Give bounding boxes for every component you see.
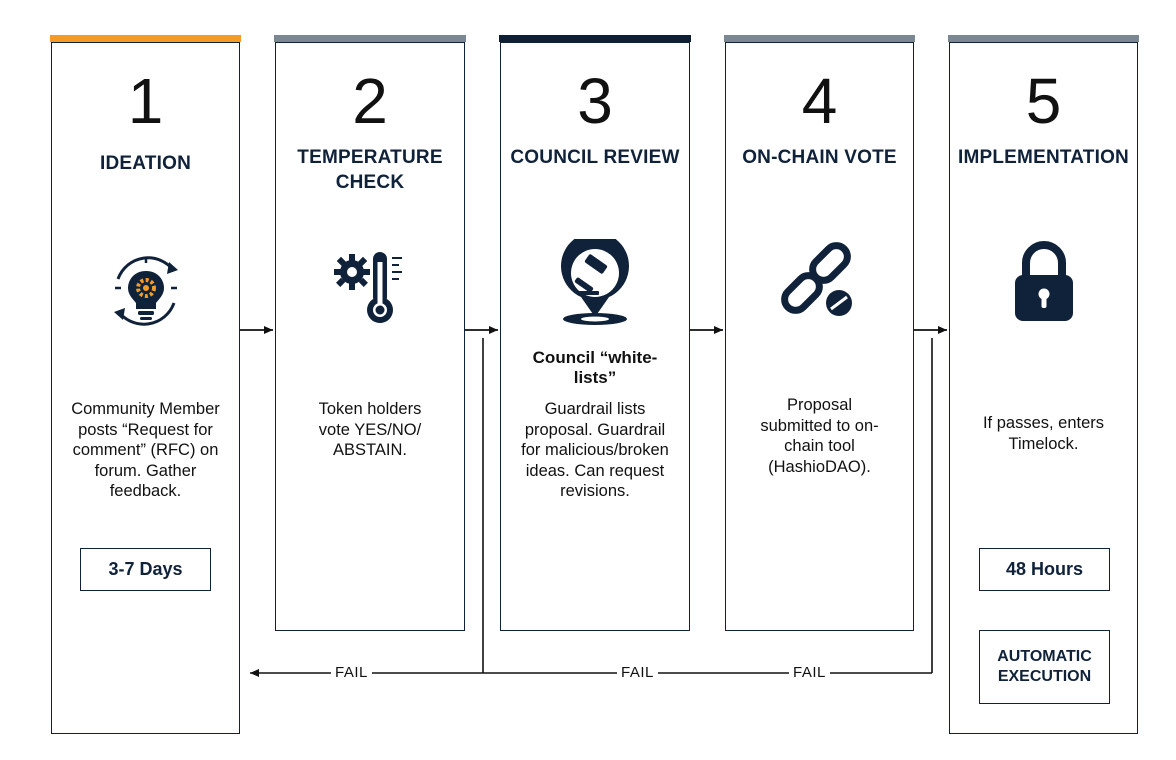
stage-title: COUNCIL REVIEW	[510, 147, 680, 168]
stage-ideation: 1 IDEATION Community Member posts “Reque…	[50, 35, 241, 734]
duration-badge: 48 Hours	[979, 548, 1110, 591]
duration-label: 48 Hours	[1005, 559, 1084, 579]
stage-number: 3	[577, 65, 613, 137]
stage-title: ON-CHAIN VOTE	[742, 147, 897, 168]
stage-number: 1	[127, 65, 164, 137]
stage-on-chain-vote: 4 ON-CHAIN VOTE Proposal submitted to on…	[724, 35, 915, 631]
stage-number: 2	[352, 65, 388, 137]
stage-accent-bar	[948, 35, 1139, 42]
fail-label-left: FAIL	[331, 664, 372, 681]
stage-temperature-check: 2 TEMPERATURE CHECK	[274, 35, 466, 631]
stage-accent-bar	[274, 35, 466, 42]
fail-label-right: FAIL	[789, 664, 830, 681]
stage-description: Guardrail lists proposal. Guardrail for …	[521, 400, 669, 500]
stage-council-review: 3 COUNCIL REVIEW Council “white-lists” G…	[499, 35, 691, 631]
lightbulb-gear-icon	[52, 243, 239, 339]
stage-implementation: 5 IMPLEMENTATION If passes, enters Timel…	[948, 35, 1139, 734]
stage-subheading: Council “white-lists”	[532, 348, 658, 387]
stage-number: 4	[801, 65, 838, 137]
execution-badge: AUTOMATIC EXECUTION	[979, 630, 1110, 704]
stage-description: Community Member posts “Request for comm…	[71, 400, 220, 500]
stage-title: TEMPERATURE CHECK	[297, 147, 443, 193]
stage-description: Proposal submitted to on-chain tool (Has…	[760, 396, 879, 476]
broken-chain-icon	[726, 239, 913, 329]
stage-title: IMPLEMENTATION	[958, 147, 1129, 168]
gavel-pin-icon	[501, 239, 689, 329]
stage-description: Token holders vote YES/NO/ ABSTAIN.	[318, 400, 422, 459]
stage-accent-bar	[50, 35, 241, 42]
stage-accent-bar	[724, 35, 915, 42]
gear-thermometer-icon	[276, 248, 464, 328]
duration-badge: 3-7 Days	[80, 548, 211, 591]
stage-description: If passes, enters Timelock.	[982, 414, 1105, 453]
duration-label: 3-7 Days	[108, 559, 183, 579]
stage-title: IDEATION	[100, 153, 191, 174]
fail-label-middle: FAIL	[617, 664, 658, 681]
stage-accent-bar	[499, 35, 691, 42]
stage-number: 5	[1025, 65, 1062, 137]
execution-label: AUTOMATIC EXECUTION	[997, 648, 1092, 685]
padlock-icon	[950, 239, 1137, 325]
